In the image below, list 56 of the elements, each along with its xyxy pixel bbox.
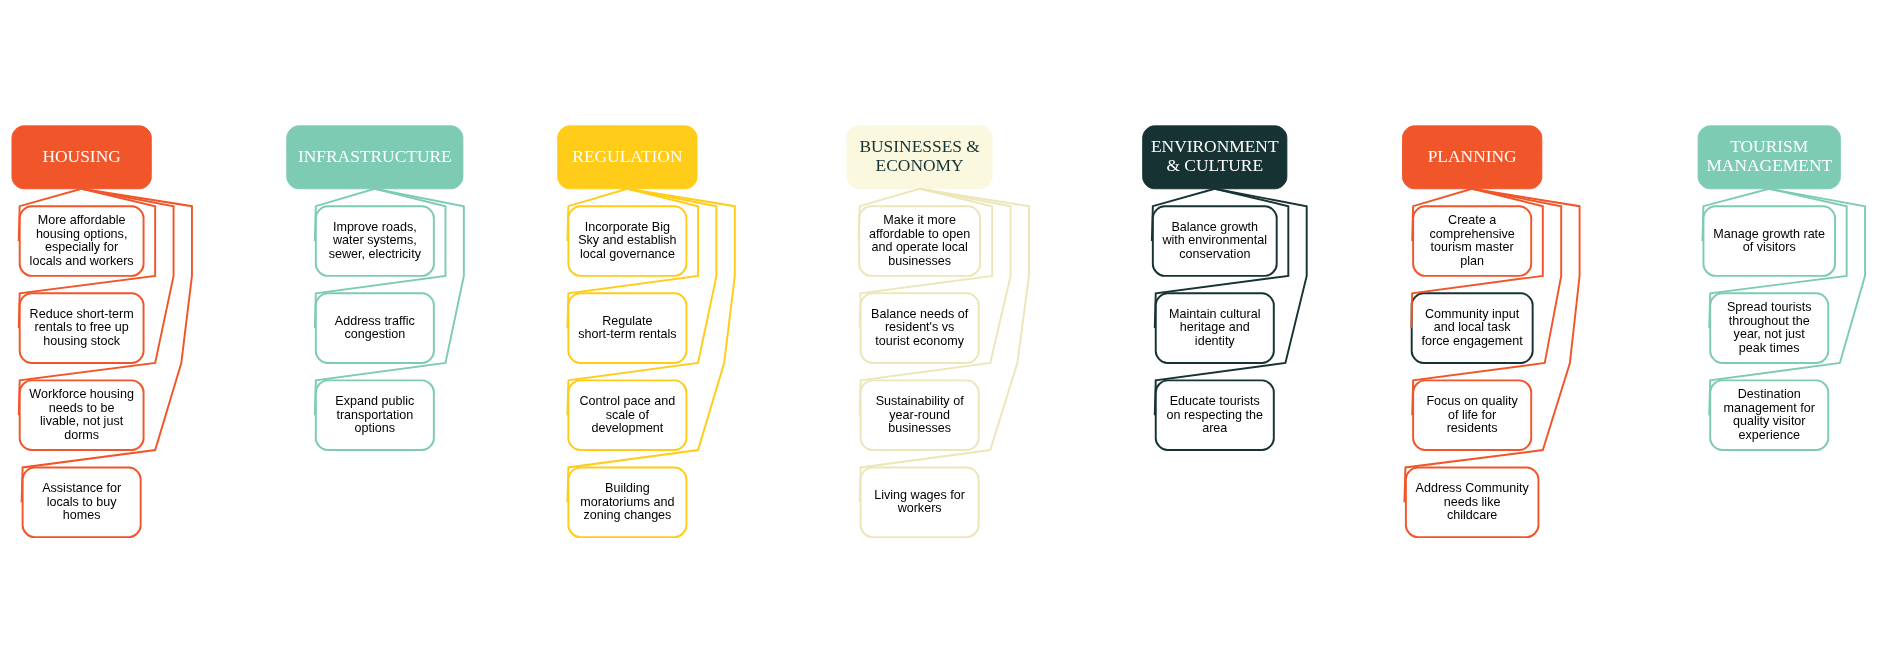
node-box: Educate tourists on respecting the area: [1154, 379, 1275, 451]
connector: [17, 187, 175, 417]
node-box: Focus on quality of life for residents: [1412, 379, 1533, 451]
connector: [858, 187, 1030, 504]
connector: [1153, 187, 1290, 330]
node-box: Create a comprehensive tourism master plan: [1412, 205, 1533, 277]
connector: [20, 187, 193, 504]
connector: [566, 187, 718, 417]
node-box: Reduce short-term rentals to free up housing stock: [18, 292, 145, 364]
node-box: REGULATION: [557, 125, 698, 190]
connector: [857, 187, 921, 242]
node-box: INFRASTRUCTURE: [286, 125, 464, 190]
node-box: Make it more affordable to open and operate local businesses: [858, 205, 982, 277]
connector: [1708, 187, 1866, 417]
node-box: Living wages for workers: [859, 466, 980, 539]
node-box: PLANNING: [1402, 125, 1543, 190]
node-box: TOURISM MANAGEMENT: [1697, 125, 1841, 190]
connector: [1150, 187, 1216, 242]
node-box: Assistance for locals to buy homes: [21, 466, 142, 539]
node-box: Manage growth rate of visitors: [1702, 205, 1836, 277]
connector: [17, 187, 157, 330]
node-box: Address Community needs like childcare: [1404, 466, 1540, 539]
node-box: Incorporate Big Sky and establish local governance: [567, 205, 688, 277]
node-box: Maintain cultural heritage and identity: [1154, 292, 1275, 364]
connector: [1701, 187, 1771, 242]
node-box: Improve roads, water systems, sewer, electricity: [314, 205, 435, 277]
node-box: Destination management for quality visitor experience: [1709, 379, 1830, 451]
node-box: Community input and local task force engagement: [1410, 292, 1534, 364]
connector: [1403, 187, 1581, 504]
node-box: Balance growth with environmental conservation: [1151, 205, 1278, 277]
node-box: ENVIRONMENT & CULTURE: [1142, 125, 1288, 190]
node-box: Expand public transportation options: [314, 379, 435, 451]
connector: [1411, 187, 1563, 417]
node-box: Sustainability of year-round businesses: [859, 379, 980, 451]
node-box: Regulate short-term rentals: [567, 292, 688, 364]
node-box: BUSINESSES & ECONOMY: [846, 125, 993, 190]
node-box: Balance needs of resident's vs tourist economy: [859, 292, 980, 364]
node-box: Control pace and scale of development: [567, 379, 688, 451]
node-box: Spread tourists throughout the year, not just peak times: [1709, 292, 1830, 364]
connector: [566, 187, 736, 504]
connector: [566, 187, 629, 242]
node-box: Workforce housing needs to be livable, not just dorms: [18, 379, 145, 451]
connector: [1153, 187, 1308, 417]
node-box: Building moratoriums and zoning changes: [567, 466, 688, 539]
connector: [313, 187, 447, 330]
connector: [566, 187, 699, 330]
connector: [313, 187, 376, 242]
node-box: More affordable housing options, especially for locals and workers: [18, 205, 145, 277]
connector: [1411, 187, 1474, 242]
node-box: HOUSING: [11, 125, 152, 190]
connector: [858, 187, 994, 330]
connector: [313, 187, 465, 417]
node-box: Address traffic congestion: [314, 292, 435, 364]
connector: [1410, 187, 1544, 330]
connector: [17, 187, 83, 242]
connector: [858, 187, 1012, 417]
